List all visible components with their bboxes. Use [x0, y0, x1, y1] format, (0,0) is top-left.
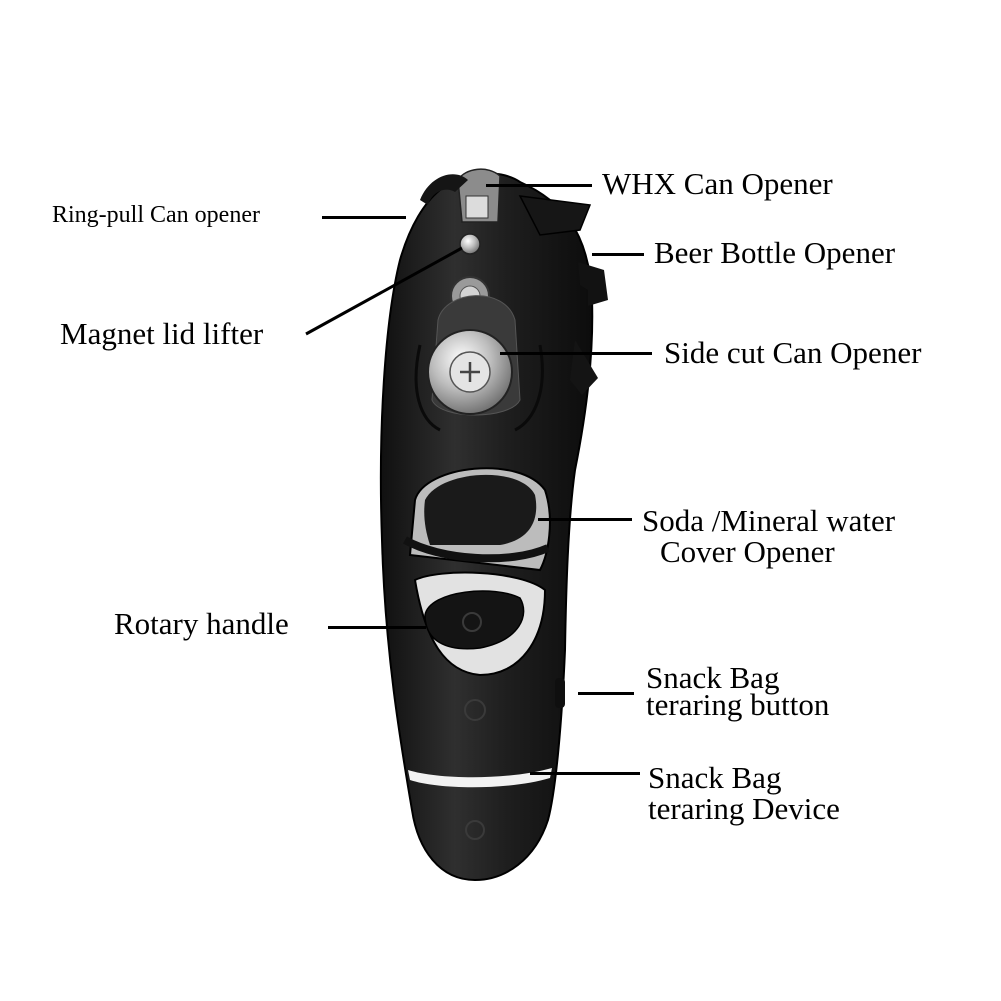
soda-opener-lever — [424, 474, 537, 545]
rotary-handle — [424, 590, 525, 650]
label-soda-line2: Cover Opener — [660, 534, 835, 569]
leader-side-cut — [500, 352, 652, 355]
label-rotary-handle: Rotary handle — [114, 606, 289, 641]
label-ring-pull: Ring-pull Can opener — [52, 202, 260, 228]
label-soda-opener: Soda /Mineral water Cover Opener — [642, 505, 895, 567]
label-magnet-lid-lifter: Magnet lid lifter — [60, 316, 264, 351]
side-hook-upper — [578, 262, 608, 306]
label-whx-can-opener: WHX Can Opener — [602, 166, 833, 201]
beer-opener-fin — [518, 195, 592, 236]
magnet-dot — [459, 233, 481, 255]
label-snack-device: Snack Bag teraring Device — [648, 762, 840, 824]
label-beer-bottle-opener: Beer Bottle Opener — [654, 235, 896, 270]
leader-whx — [486, 184, 592, 187]
ring-pull-hook — [420, 174, 468, 205]
leader-soda — [538, 518, 632, 521]
tearing-band — [408, 768, 552, 788]
leader-rotary — [328, 626, 426, 629]
leader-beer — [592, 253, 644, 256]
label-snack-button: Snack Bag teraring button — [646, 660, 830, 722]
label-snack-button-line2: teraring button — [646, 687, 830, 722]
snack-button — [555, 678, 565, 708]
label-snack-button-line1: Snack Bag — [646, 660, 780, 695]
whx-window — [465, 195, 489, 219]
leader-snack-button — [578, 692, 634, 695]
leader-snack-device — [530, 772, 640, 775]
label-side-cut: Side cut Can Opener — [664, 335, 922, 370]
label-soda-line1: Soda /Mineral water — [642, 503, 896, 538]
leader-ring-pull — [322, 216, 406, 219]
label-snack-device-line2: teraring Device — [648, 791, 840, 826]
label-snack-device-line1: Snack Bag — [648, 760, 782, 795]
